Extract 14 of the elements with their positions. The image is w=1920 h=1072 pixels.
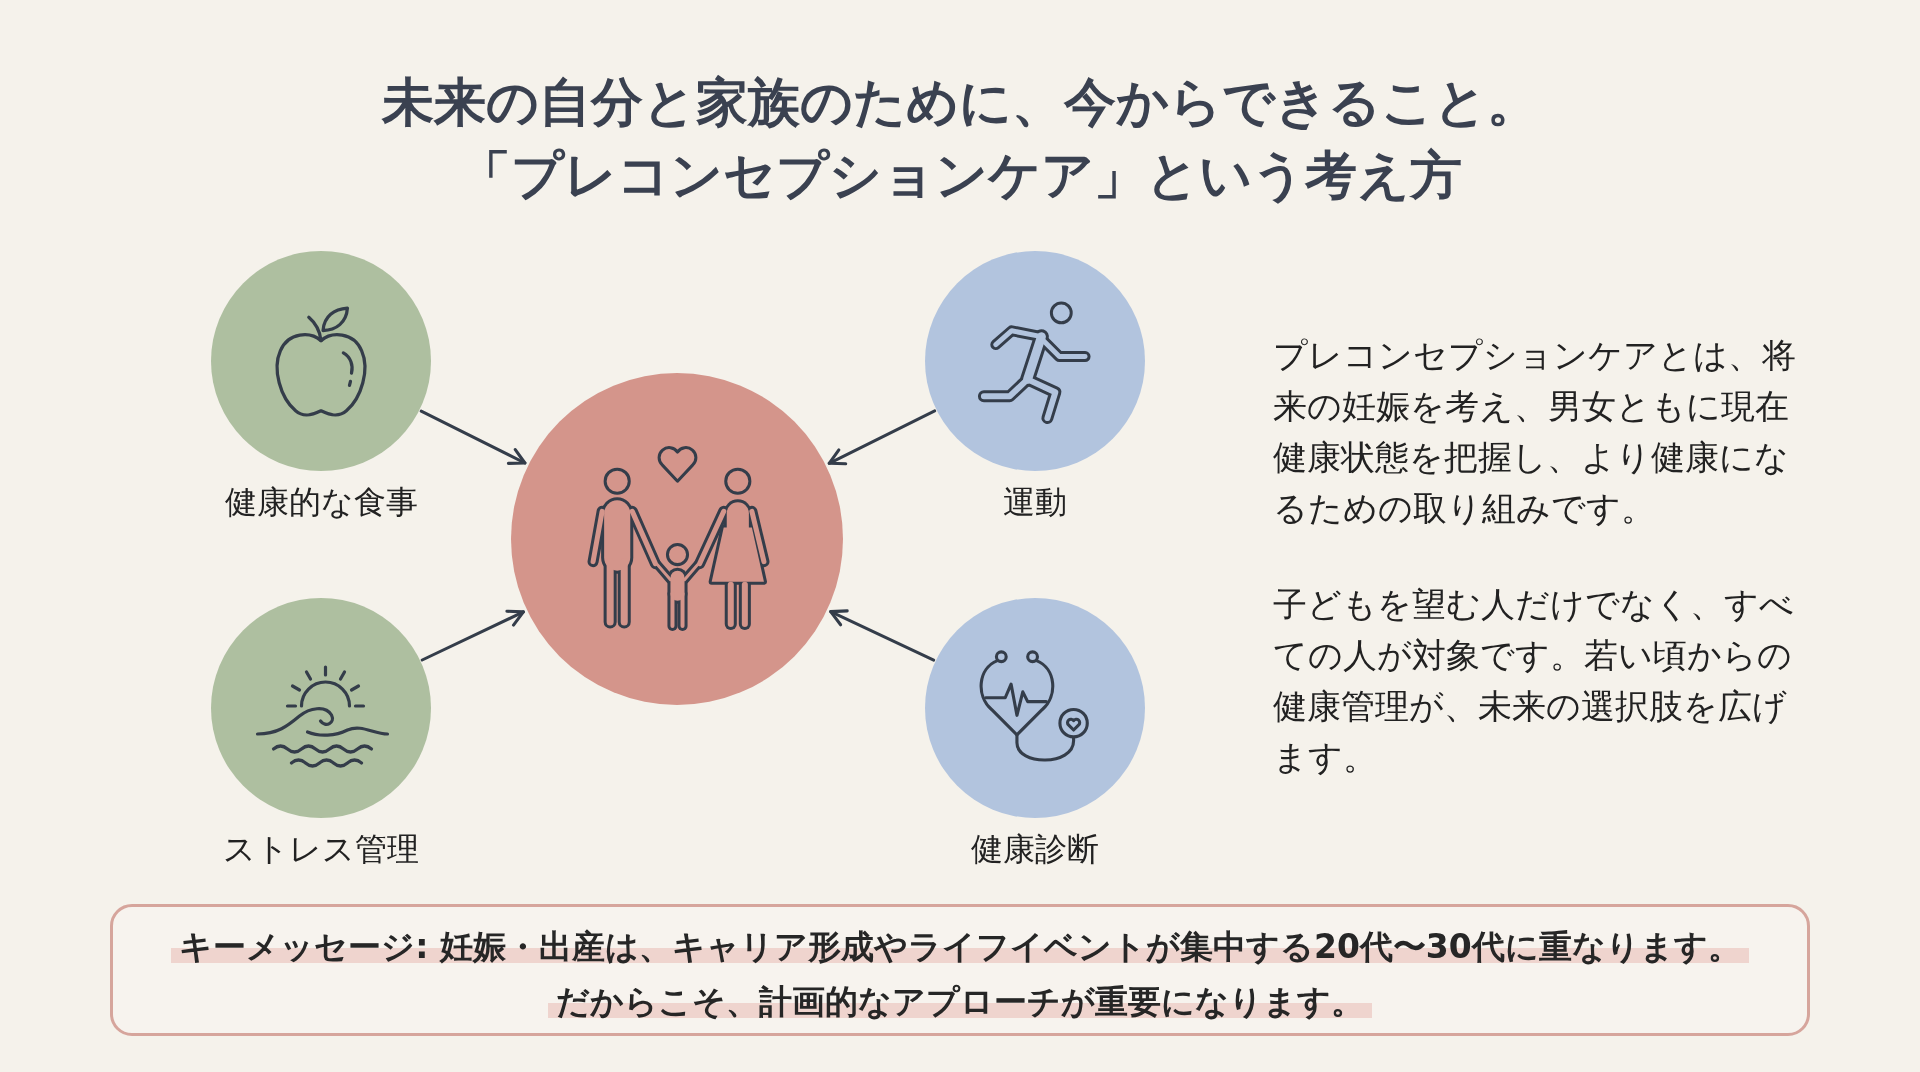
arrow [829,609,936,662]
topic-label: 運動 [1003,483,1067,521]
key-message-text: キーメッセージ: 妊娠・出産は、キャリア形成やライフイベントが集中する20代〜30代に重なります。 [171,927,1749,966]
arrow [419,409,527,465]
description-paragraph: プレコンセプションケアとは、将来の妊娠を考え、男女ともに現在健康状態を把握し、より健康になるための取り組みです。 [1273,334,1797,530]
arrow [827,409,937,466]
title: 未来の自分と家族のために、今からできること。「プレコンセプションケア」という考え方 [380,71,1540,207]
arrow [420,609,525,662]
key-message-box [110,904,1810,1036]
topic-label: 健康的な食事 [224,483,418,521]
topic-label: 健康診断 [971,830,1099,868]
topic-label: ストレス管理 [223,830,419,868]
description-paragraph: 子どもを望む人だけでなく、すべての人が対象です。若い頃からの健康管理が、未来の選択肢を広げます。 [1273,583,1795,779]
key-message-text: だからこそ、計画的なアプローチが重要になります。 [548,982,1372,1021]
